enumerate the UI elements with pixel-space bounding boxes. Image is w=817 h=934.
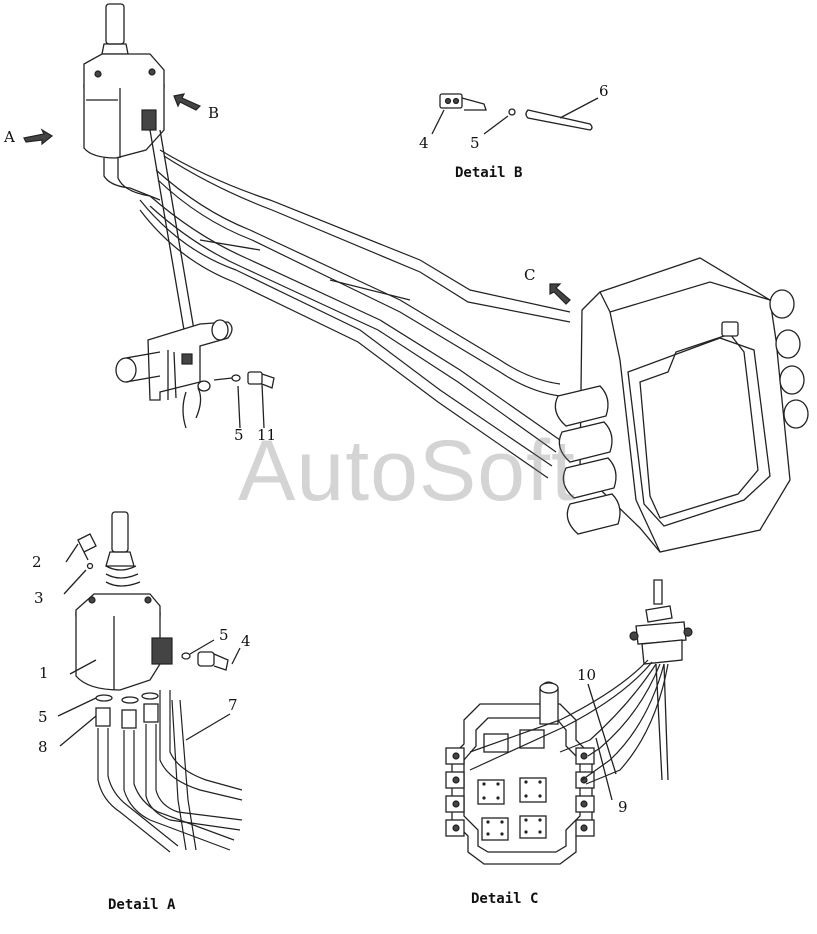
part-label-7: 7	[228, 696, 238, 714]
control-valve-block	[554, 257, 809, 553]
detail-a-drawing	[57, 511, 243, 853]
arrow-c-icon	[549, 283, 571, 305]
part-label-5-detail-a: 5	[38, 708, 48, 726]
main-valve-body	[83, 53, 165, 201]
view-arrows	[23, 93, 571, 305]
arrow-a-icon	[23, 128, 54, 146]
detail-c-drawing	[445, 579, 693, 865]
part-label-10: 10	[577, 666, 597, 684]
part-label-9: 9	[618, 798, 628, 816]
part-label-4-detail-a: 4	[241, 632, 251, 650]
part-label-5-detail-b: 5	[470, 134, 480, 152]
arrow-b-icon	[173, 93, 202, 111]
part-label-1: 1	[39, 664, 49, 682]
view-label-b: B	[208, 104, 220, 122]
part-label-5-main: 5	[234, 426, 244, 444]
lower-valve	[115, 319, 233, 429]
part-label-4-detail-b: 4	[419, 134, 429, 152]
watermark: AutoSoft	[238, 423, 576, 519]
part-label-5-detail-a-top: 5	[219, 626, 229, 644]
caption-detail-b: Detail B	[455, 165, 523, 181]
view-label-a: A	[4, 128, 15, 146]
part-label-3: 3	[34, 589, 44, 607]
detail-b-drawing	[431, 93, 599, 135]
caption-detail-a: Detail A	[108, 897, 176, 913]
main-assembly	[23, 3, 809, 553]
lower-valve-bolt	[213, 371, 275, 389]
main-hose-bundle	[139, 149, 571, 479]
part-label-6: 6	[599, 82, 609, 100]
part-label-2: 2	[32, 553, 42, 571]
part-label-8: 8	[38, 738, 48, 756]
caption-detail-c: Detail C	[471, 891, 539, 907]
part-label-11: 11	[257, 426, 277, 444]
view-label-c: C	[524, 266, 536, 284]
